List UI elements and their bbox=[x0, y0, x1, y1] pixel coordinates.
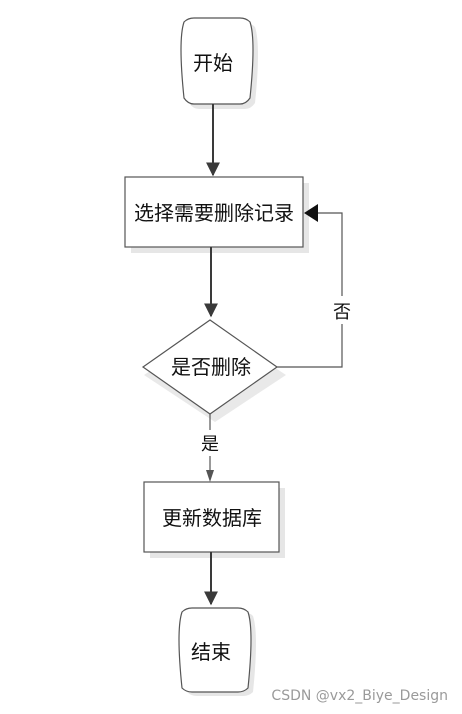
start-node: 开始 bbox=[180, 17, 258, 109]
start-node-label: 开始 bbox=[193, 51, 233, 75]
end-node-shape bbox=[178, 607, 252, 693]
end-node: 结束 bbox=[178, 607, 256, 696]
select-record-node: 选择需要删除记录 bbox=[124, 176, 309, 253]
update-db-node: 更新数据库 bbox=[143, 481, 285, 558]
watermark-text: CSDN @vx2_Biye_Design bbox=[271, 688, 448, 704]
decide-delete-node: 是否删除 bbox=[141, 319, 286, 422]
edge-no-label-bg bbox=[332, 296, 352, 324]
edge-yes-arrowhead bbox=[206, 470, 214, 482]
edge-no-arrowhead bbox=[304, 204, 318, 222]
end-node-label: 结束 bbox=[191, 640, 231, 664]
edge-yes-label-bg bbox=[200, 430, 220, 456]
decide-delete-node-label: 是否删除 bbox=[171, 355, 251, 379]
edge-decide-no-to-select bbox=[277, 212, 343, 368]
update-db-node-label: 更新数据库 bbox=[162, 506, 262, 530]
select-record-node-shape bbox=[124, 176, 304, 248]
edge-yes-label: 是 bbox=[201, 434, 219, 455]
update-db-node-shape bbox=[143, 481, 280, 553]
edge-no-label: 否 bbox=[333, 302, 351, 323]
select-record-node-label: 选择需要删除记录 bbox=[134, 201, 294, 225]
start-node-shape bbox=[180, 17, 254, 105]
